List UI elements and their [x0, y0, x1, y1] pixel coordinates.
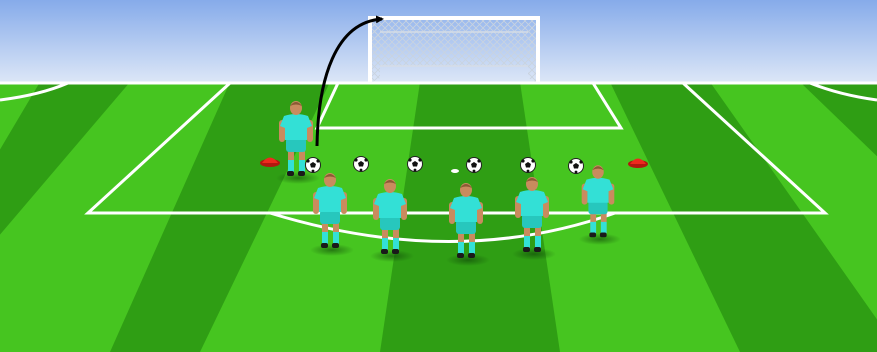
soccer-ball-icon: [569, 159, 584, 174]
soccer-ball-icon: [408, 157, 423, 172]
pitch: [0, 82, 877, 352]
soccer-ball-icon: [306, 158, 321, 173]
penalty-spot: [451, 169, 459, 173]
soccer-ball-icon: [354, 157, 369, 172]
soccer-ball-icon: [467, 158, 482, 173]
soccer-ball-icon: [521, 158, 536, 173]
